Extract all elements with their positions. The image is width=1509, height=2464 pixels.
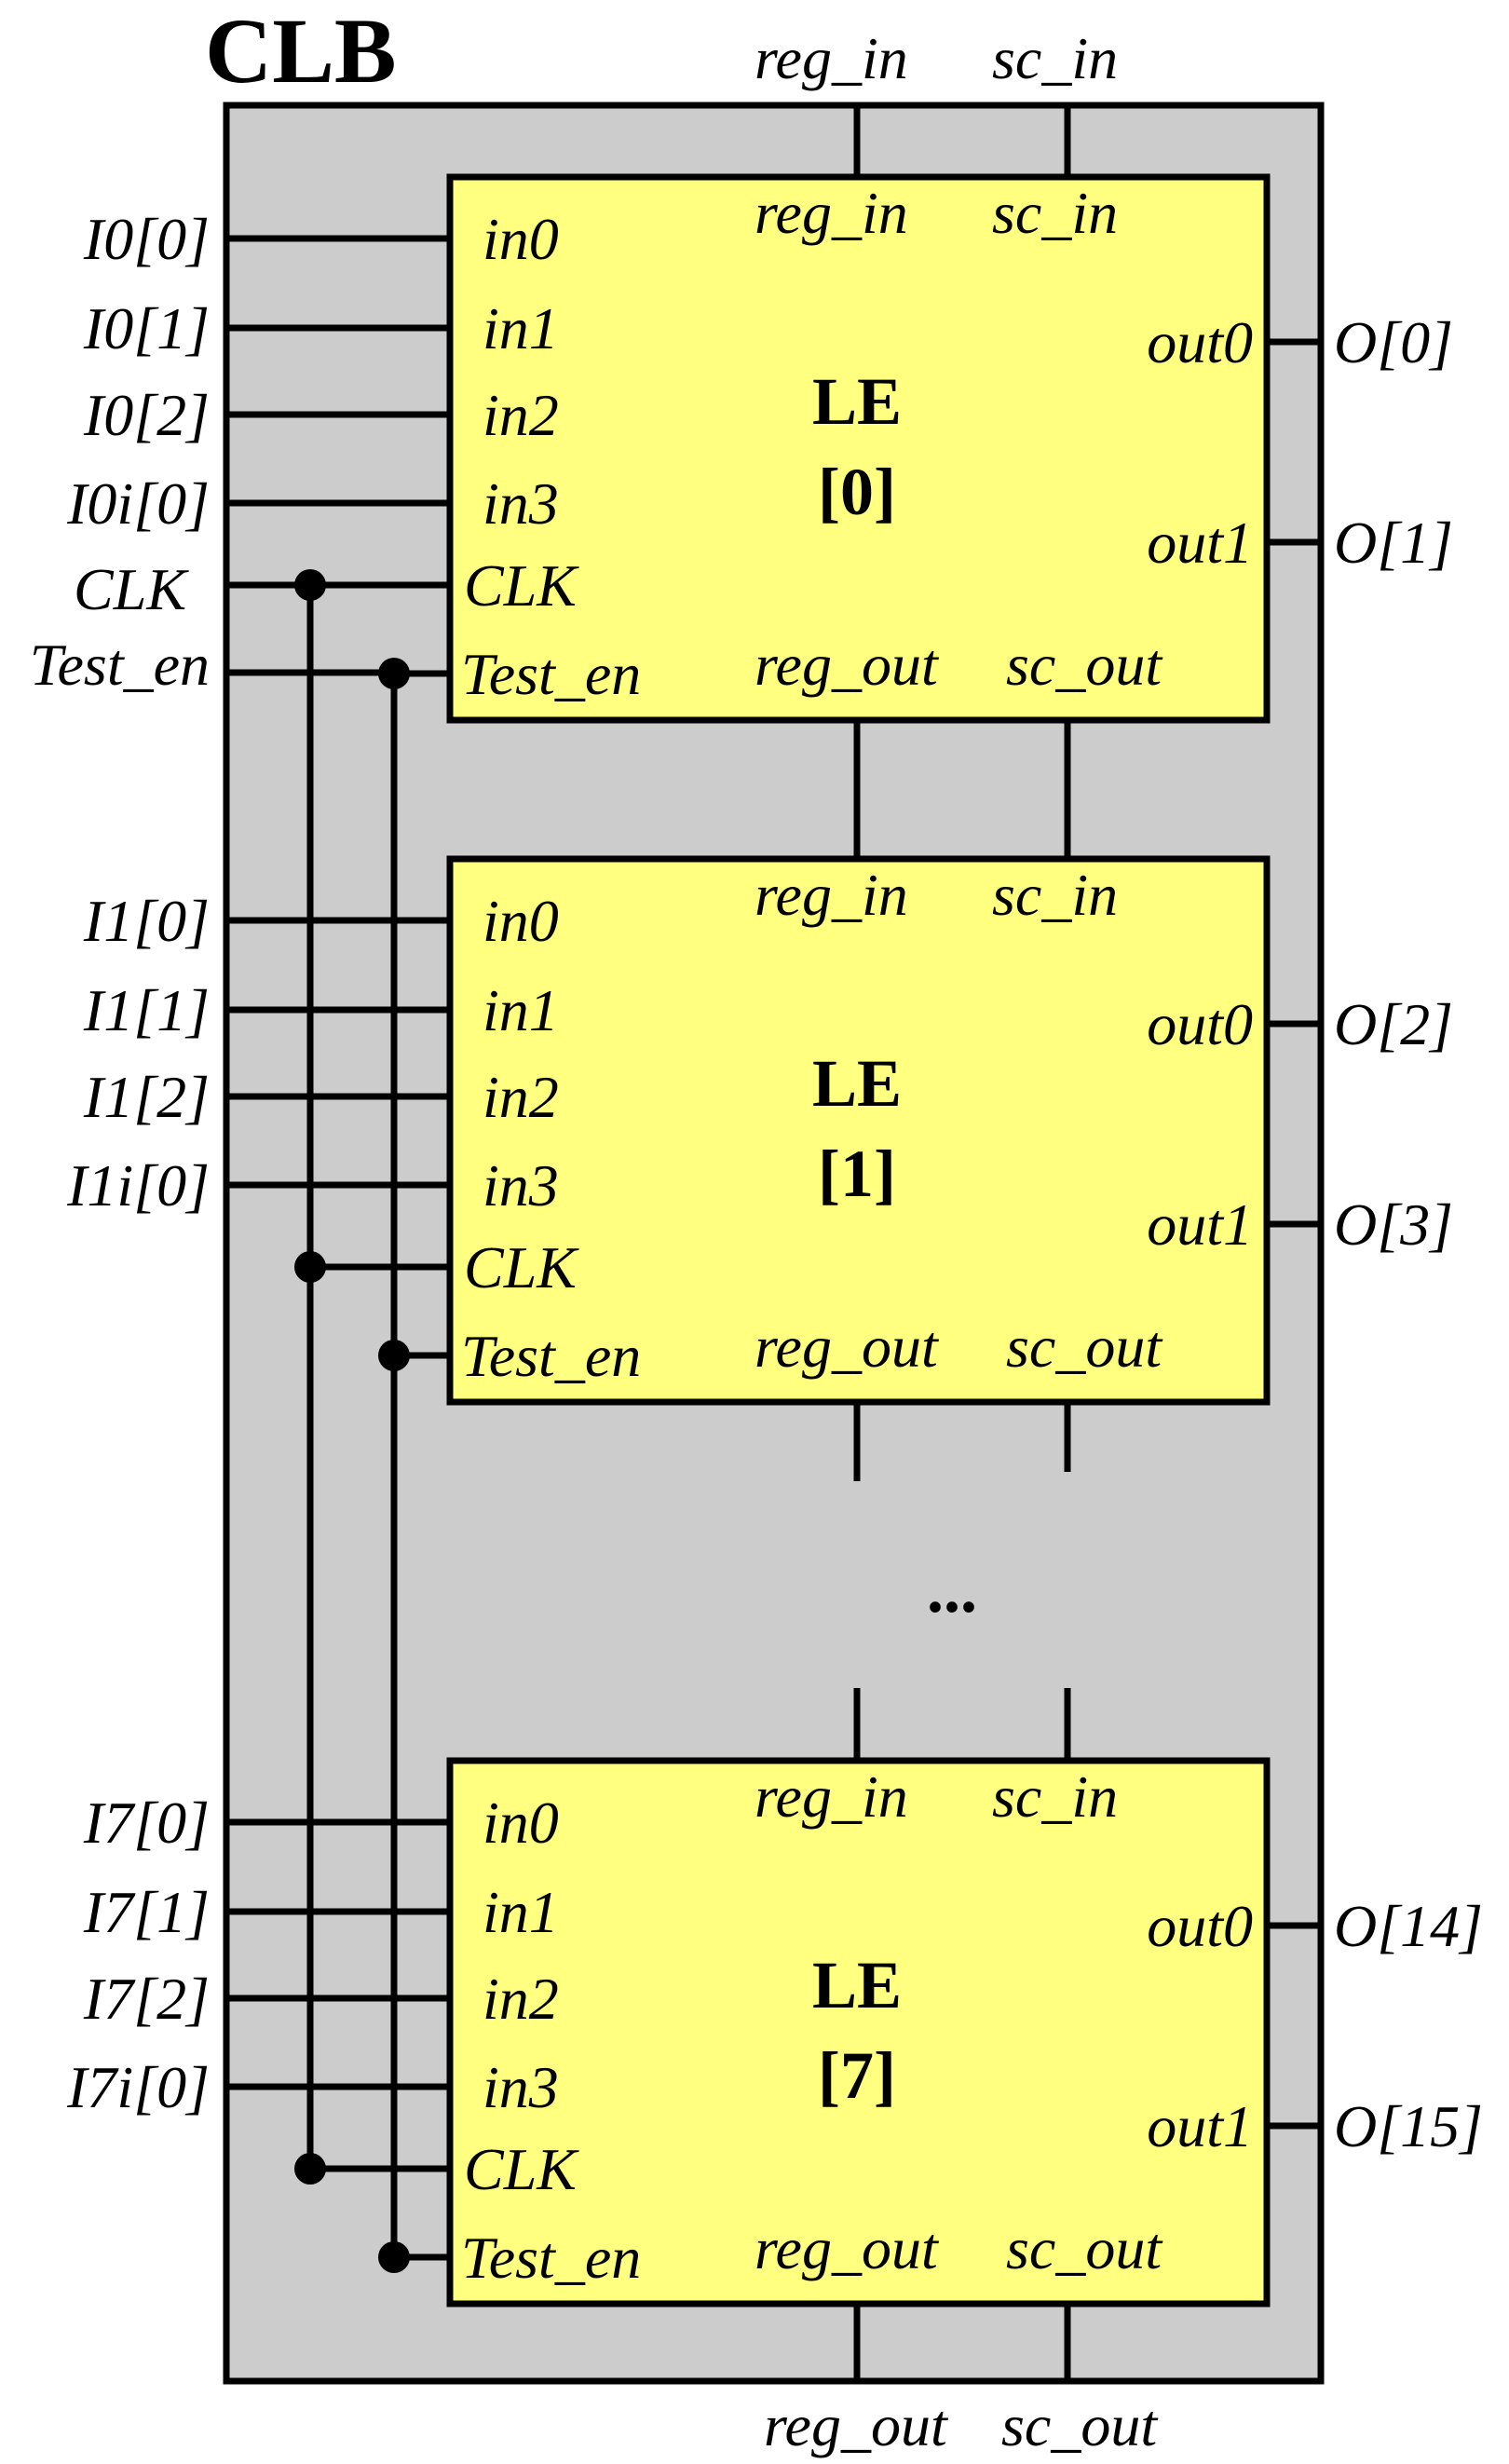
port-label-in0: in0 xyxy=(483,1790,559,1856)
input-signal-label: I0[1] xyxy=(83,295,210,361)
port-label-sc-out: sc_out xyxy=(1006,632,1163,698)
port-label-clk: CLK xyxy=(464,2136,579,2202)
input-signal-label: I0i[0] xyxy=(66,470,210,537)
port-label-reg-in: reg_in xyxy=(754,180,908,246)
port-label-in2: in2 xyxy=(483,382,559,448)
port-label-sc-in: sc_in xyxy=(992,862,1118,928)
output-signal-label: O[3] xyxy=(1334,1191,1453,1258)
input-signal-label: I7i[0] xyxy=(66,2054,210,2120)
clb-sc-out-label: sc_out xyxy=(1001,2392,1159,2458)
le-name: LE xyxy=(812,1948,902,2022)
port-label-sc-in: sc_in xyxy=(992,180,1118,246)
port-label-test-en: Test_en xyxy=(461,2225,641,2291)
clb-reg-out-label: reg_out xyxy=(764,2392,949,2458)
port-label-out0: out0 xyxy=(1147,1893,1253,1959)
port-label-reg-out: reg_out xyxy=(754,632,940,698)
output-signal-label: O[15] xyxy=(1334,2093,1483,2159)
test-en-junction-dot xyxy=(378,2241,410,2273)
port-label-in3: in3 xyxy=(483,1152,559,1218)
port-label-reg-out: reg_out xyxy=(754,2215,940,2281)
output-signal-label: O[1] xyxy=(1334,510,1453,576)
input-signal-label: I1[1] xyxy=(83,977,210,1043)
port-label-in2: in2 xyxy=(483,1966,559,2032)
clb-sc-in-label: sc_in xyxy=(992,25,1118,91)
le-body xyxy=(446,173,1271,724)
output-signal-label: O[14] xyxy=(1334,1893,1483,1959)
clb-reg-in-label: reg_in xyxy=(754,25,908,91)
clk-junction-dot xyxy=(294,569,326,601)
input-signal-label: I1i[0] xyxy=(66,1152,210,1218)
port-label-out1: out1 xyxy=(1147,510,1253,576)
port-label-out0: out0 xyxy=(1147,991,1253,1057)
output-signal-label: O[0] xyxy=(1334,309,1453,375)
port-label-out1: out1 xyxy=(1147,1191,1253,1258)
le-name: LE xyxy=(812,364,902,439)
port-label-test-en: Test_en xyxy=(461,1323,641,1389)
le-name: LE xyxy=(812,1046,902,1121)
le-body xyxy=(446,1757,1271,2307)
port-label-in0: in0 xyxy=(483,888,559,954)
input-signal-label: I0[2] xyxy=(83,382,210,448)
port-label-in3: in3 xyxy=(483,470,559,537)
port-label-clk: CLK xyxy=(464,1234,579,1300)
clb-title: CLB xyxy=(205,0,397,102)
output-signal-label: O[2] xyxy=(1334,991,1453,1057)
input-signal-label: I7[0] xyxy=(83,1790,210,1856)
port-label-reg-in: reg_in xyxy=(754,1763,908,1830)
le-blocks: LE[0]I0[0]in0I0[1]in1I0[2]in2I0i[0]in3CL… xyxy=(66,173,1483,2307)
input-signal-label: I7[2] xyxy=(83,1966,210,2032)
test-en-input-label: Test_en xyxy=(30,632,210,698)
input-signal-label: I7[1] xyxy=(83,1879,210,1945)
le-index: [1] xyxy=(818,1137,896,1211)
le-index: [0] xyxy=(818,455,896,529)
port-label-sc-in: sc_in xyxy=(992,1763,1118,1830)
port-label-test-en: Test_en xyxy=(461,641,641,707)
le-index: [7] xyxy=(818,2038,896,2113)
port-label-out0: out0 xyxy=(1147,309,1253,375)
port-label-in1: in1 xyxy=(483,977,559,1043)
port-label-in1: in1 xyxy=(483,1879,559,1945)
port-label-reg-out: reg_out xyxy=(754,1314,940,1380)
input-signal-label: I1[2] xyxy=(83,1064,210,1130)
ellipsis-text: ... xyxy=(927,1552,977,1627)
clk-input-label: CLK xyxy=(74,556,189,622)
port-label-in2: in2 xyxy=(483,1064,559,1130)
port-label-clk: CLK xyxy=(464,552,579,619)
port-label-sc-out: sc_out xyxy=(1006,1314,1163,1380)
test-en-junction-dot xyxy=(378,1340,410,1371)
port-label-in3: in3 xyxy=(483,2054,559,2120)
input-signal-label: I0[0] xyxy=(83,206,210,272)
port-label-sc-out: sc_out xyxy=(1006,2215,1163,2281)
port-label-out1: out1 xyxy=(1147,2093,1253,2159)
port-label-in0: in0 xyxy=(483,206,559,272)
port-label-reg-in: reg_in xyxy=(754,862,908,928)
le-body xyxy=(446,855,1271,1406)
clk-junction-dot xyxy=(294,1251,326,1283)
port-label-in1: in1 xyxy=(483,295,559,361)
clk-junction-dot xyxy=(294,2153,326,2185)
test-en-junction-dot xyxy=(378,658,410,689)
input-signal-label: I1[0] xyxy=(83,888,210,954)
